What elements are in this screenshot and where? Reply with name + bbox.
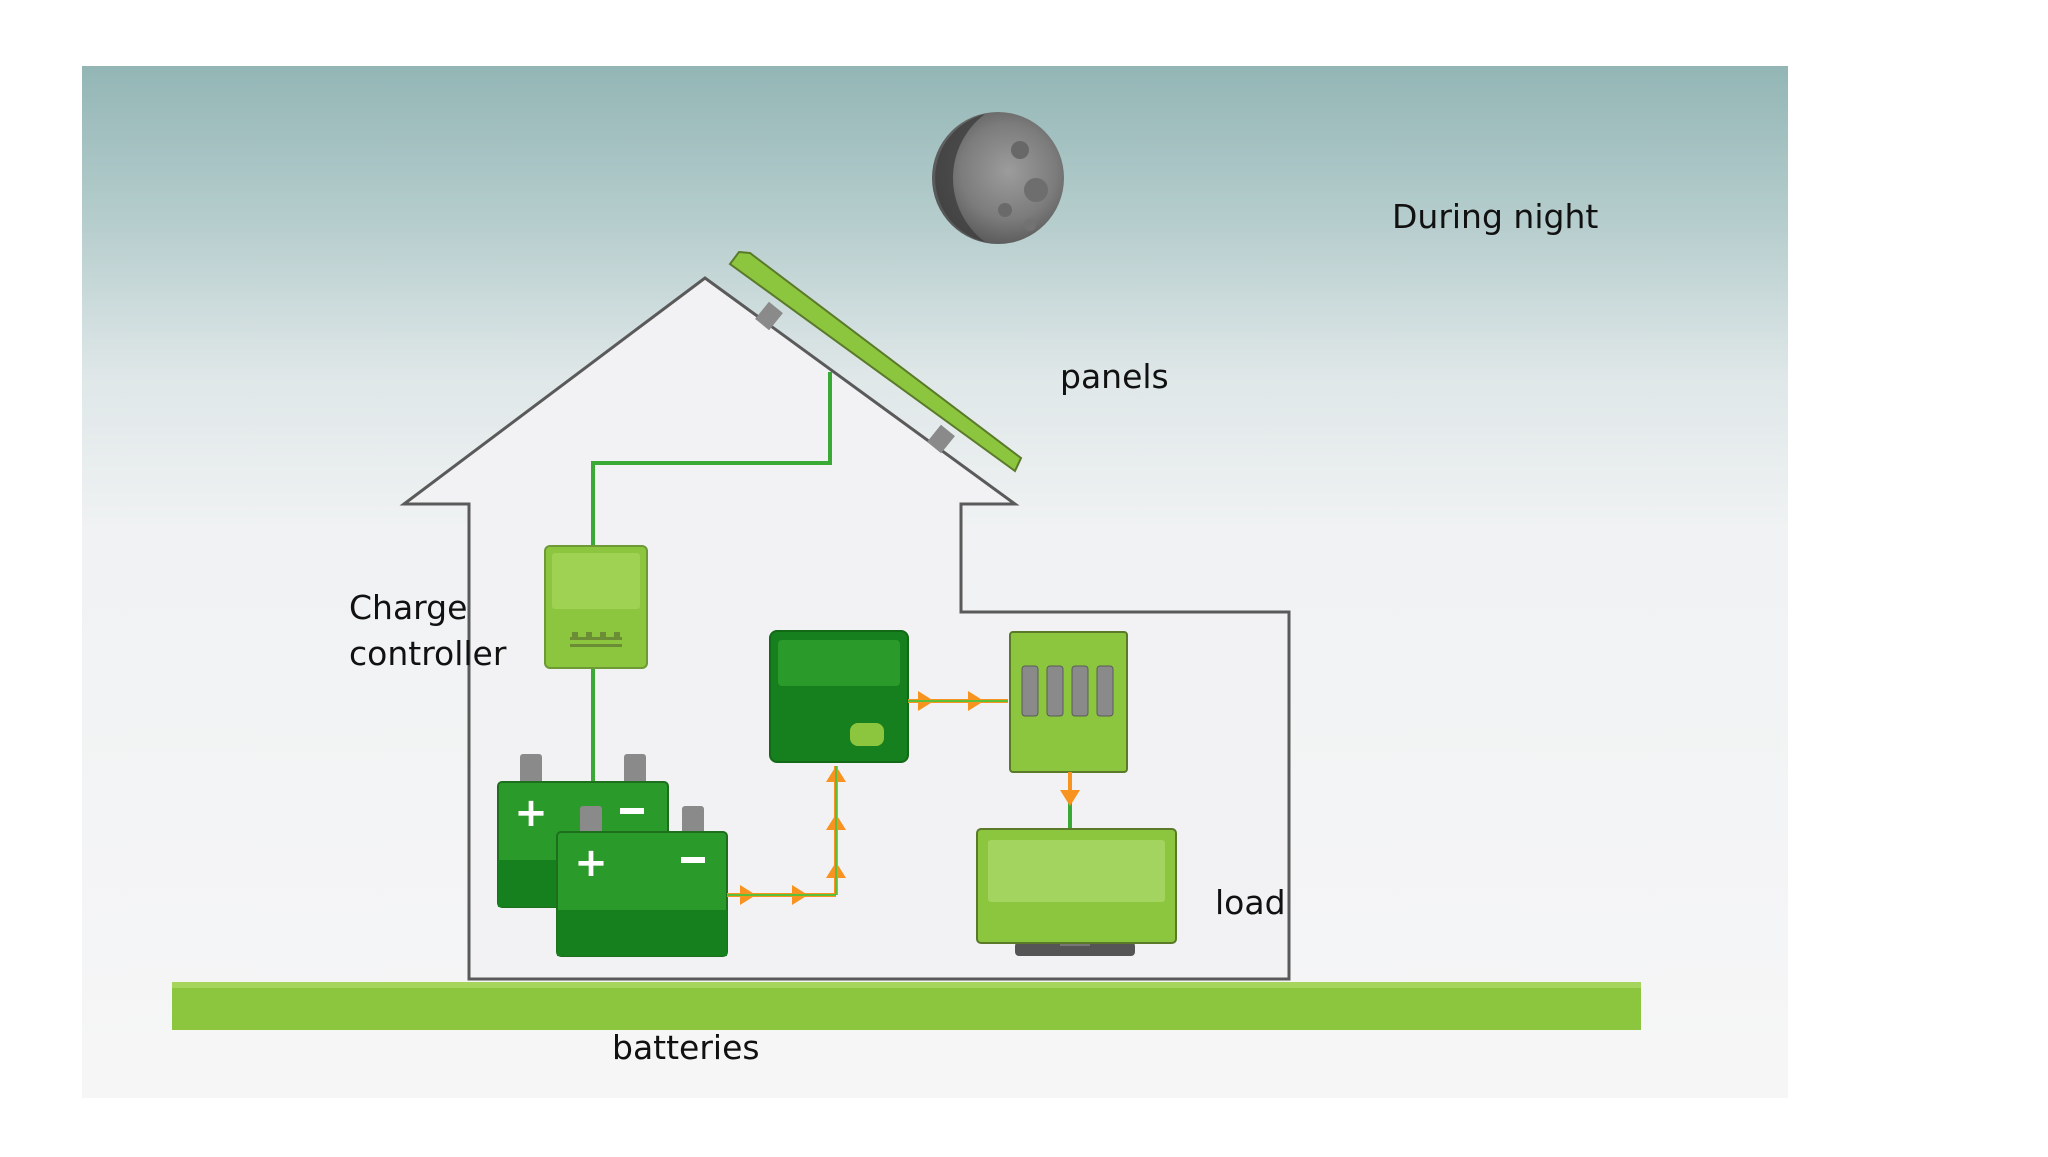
charge-controller-icon — [544, 545, 648, 669]
television-icon — [976, 828, 1177, 956]
night-label: During night — [1392, 197, 1599, 236]
svg-text:+: + — [514, 790, 548, 836]
charge-controller-label: Charge controller — [349, 585, 549, 677]
charge-controller-label-line2: controller — [349, 634, 507, 673]
flow-wire-overlay — [727, 700, 1008, 896]
panels-label: panels — [1060, 357, 1169, 396]
solar-panel-icon — [728, 250, 1023, 473]
batteries-label: batteries — [612, 1028, 760, 1067]
inverter-icon — [769, 630, 909, 763]
moon-icon — [932, 112, 1064, 244]
svg-text:+: + — [574, 840, 608, 886]
load-label: load — [1215, 883, 1286, 922]
distribution-board-icon — [1009, 631, 1128, 773]
battery-icon: + — [556, 806, 728, 957]
ground-strip — [172, 982, 1641, 1030]
charge-controller-label-line1: Charge — [349, 588, 468, 627]
